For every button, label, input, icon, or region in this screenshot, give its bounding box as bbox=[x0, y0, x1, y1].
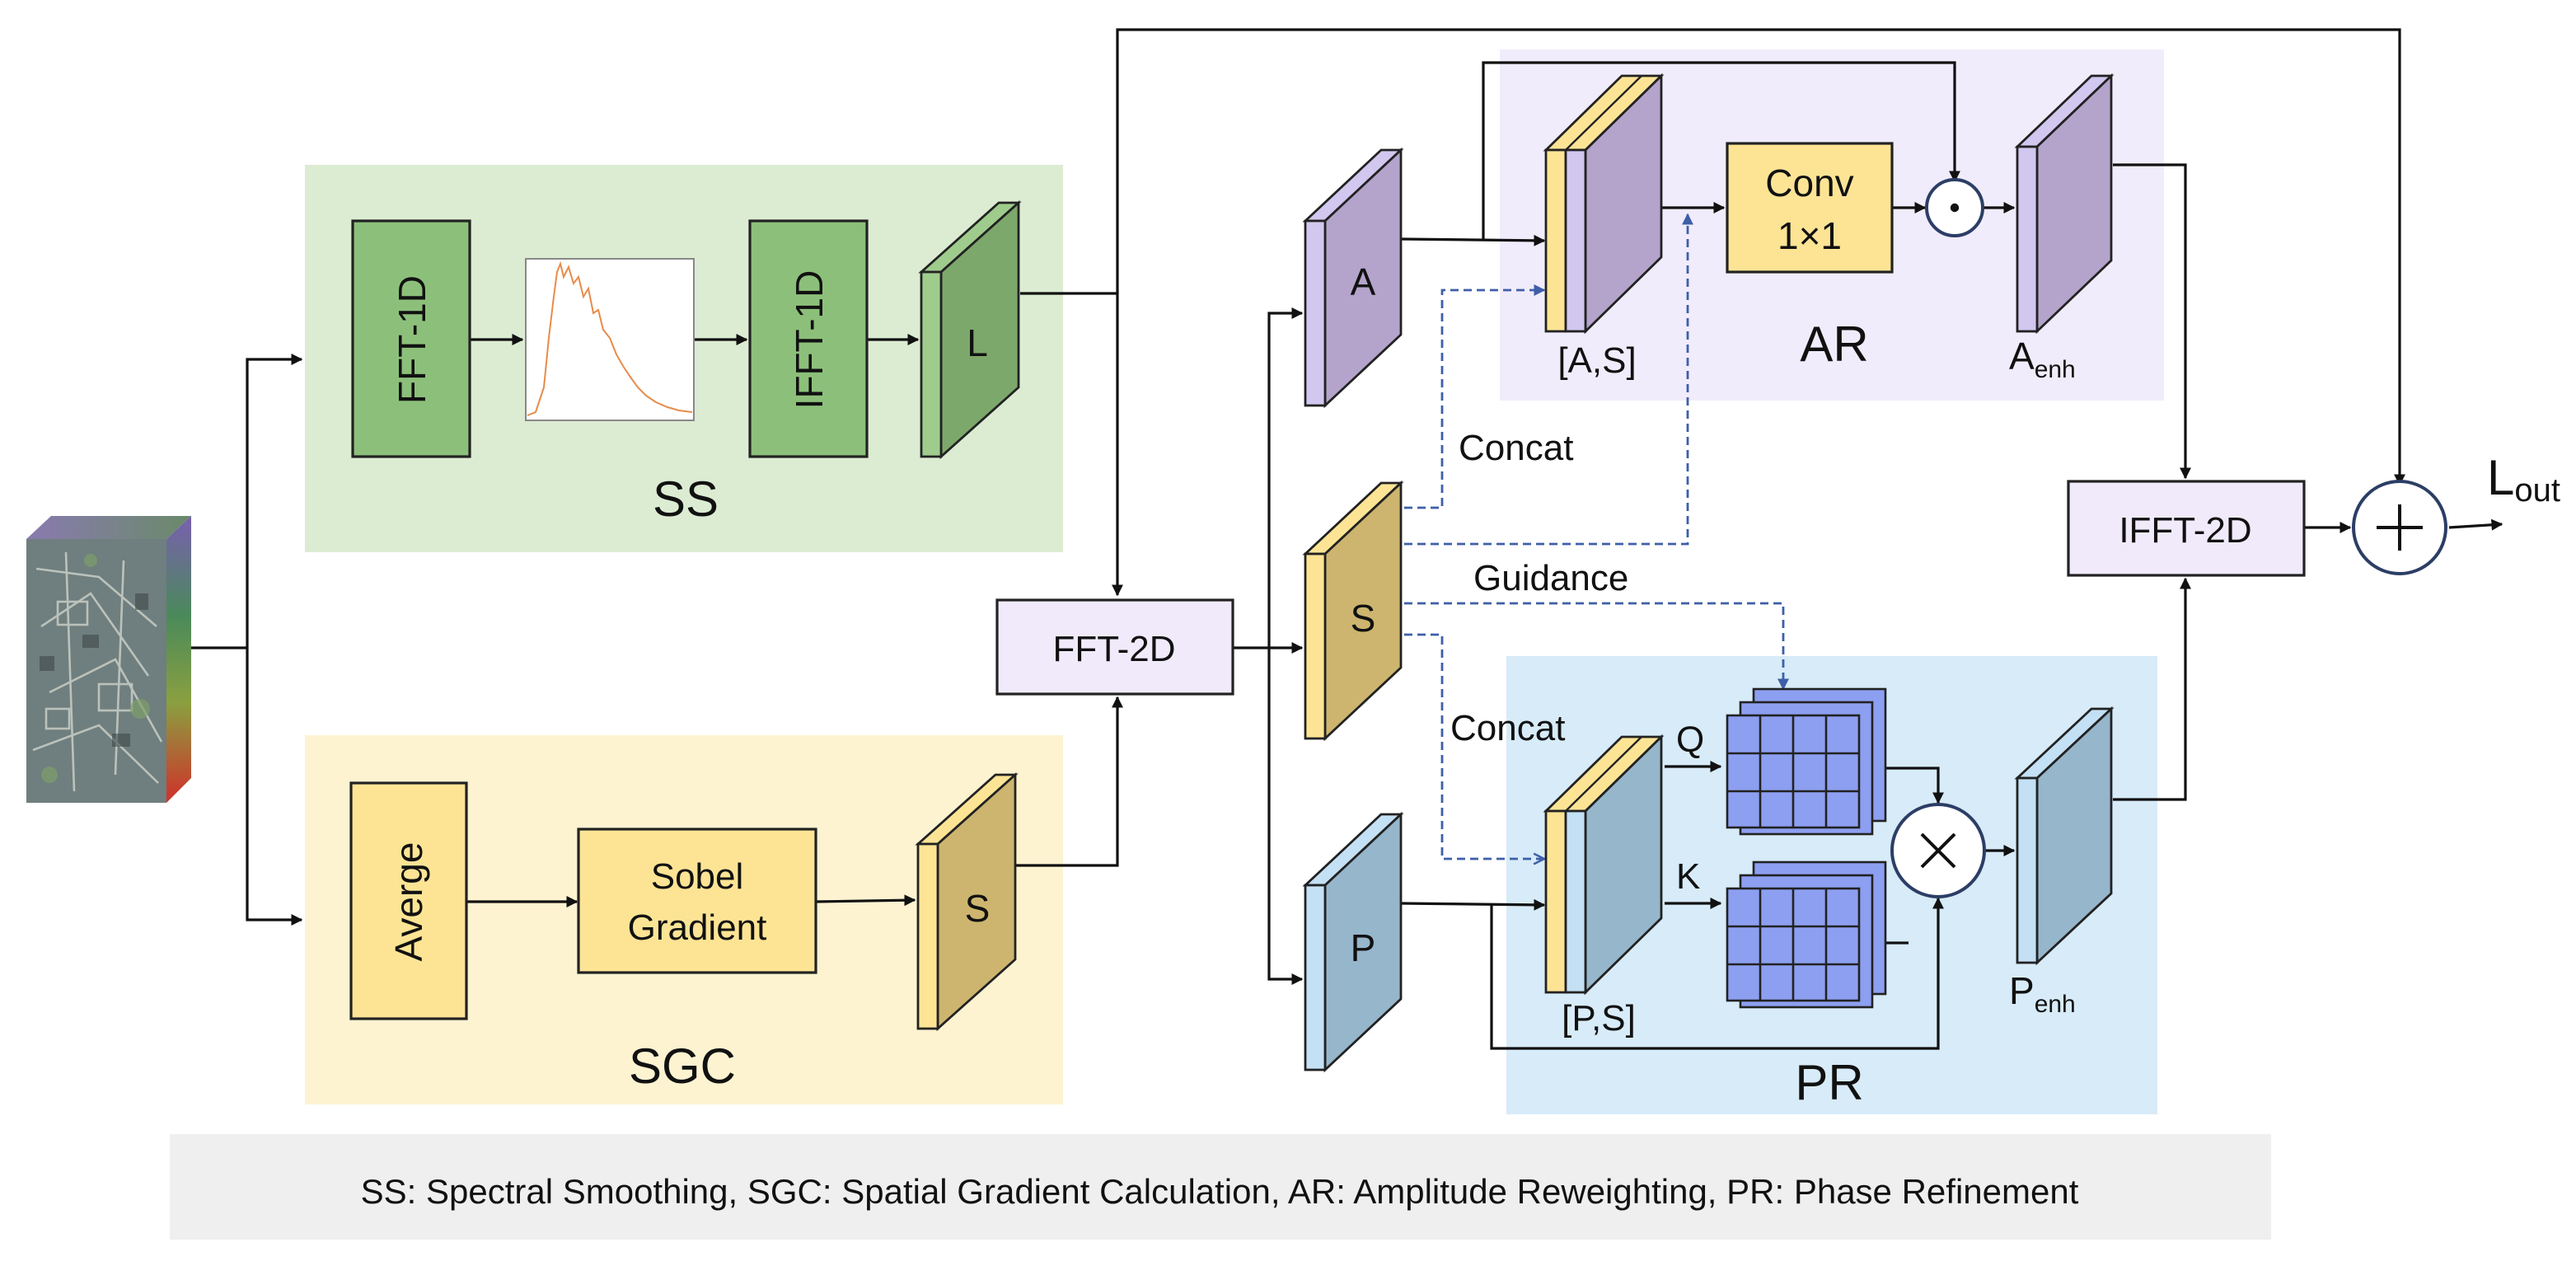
q-label: Q bbox=[1676, 720, 1704, 760]
concat-as-feature bbox=[1543, 73, 1665, 335]
key-grid bbox=[1726, 860, 1887, 1009]
sobel-label-line2: Gradient bbox=[628, 907, 767, 948]
feature-l: L bbox=[918, 199, 1022, 460]
feature-p-enh bbox=[2014, 706, 2115, 966]
ss-region-label: SS bbox=[653, 471, 719, 527]
ifft-1d-block: IFFT-1D bbox=[748, 219, 869, 458]
feature-l-label: L bbox=[967, 321, 988, 364]
ar-region-label: AR bbox=[1800, 316, 1868, 372]
concat-top-label: Concat bbox=[1459, 428, 1573, 468]
concat-ps-label: [P,S] bbox=[1562, 998, 1636, 1039]
ifft-1d-label: IFFT-1D bbox=[788, 270, 831, 410]
ifft-2d-block: IFFT-2D bbox=[2067, 480, 2306, 577]
query-grid bbox=[1726, 687, 1887, 836]
average-block: Averge bbox=[349, 781, 468, 1020]
pr-region-label: PR bbox=[1795, 1055, 1863, 1110]
component-p: P bbox=[1302, 811, 1404, 1073]
conv-label-line2: 1×1 bbox=[1777, 214, 1842, 257]
concat-as-label: [A,S] bbox=[1557, 340, 1636, 381]
hyperspectral-cube-icon bbox=[26, 516, 191, 803]
conv-label-line1: Conv bbox=[1765, 162, 1853, 204]
component-a-label: A bbox=[1351, 260, 1376, 303]
feature-s-sgc: S bbox=[915, 771, 1019, 1032]
circle-plus-icon bbox=[2352, 480, 2447, 575]
conv-1x1-block: Conv 1×1 bbox=[1726, 142, 1894, 274]
component-p-label: P bbox=[1351, 926, 1376, 969]
legend-bar bbox=[170, 1134, 2271, 1240]
fft-2d-block: FFT-2D bbox=[995, 598, 1234, 696]
ifft-2d-label: IFFT-2D bbox=[2119, 510, 2251, 551]
component-a: A bbox=[1302, 147, 1404, 409]
circle-times-icon bbox=[1890, 803, 1986, 898]
concat-bottom-label: Concat bbox=[1450, 708, 1565, 748]
k-label: K bbox=[1676, 856, 1700, 897]
fft-2d-label: FFT-2D bbox=[1052, 629, 1175, 669]
fft-1d-block: FFT-1D bbox=[351, 219, 471, 458]
fft-1d-label: FFT-1D bbox=[391, 275, 433, 404]
guidance-connectors bbox=[1404, 213, 1789, 859]
a-enh-label: Aenh bbox=[2009, 335, 2076, 383]
concat-ps-feature bbox=[1543, 734, 1665, 996]
sobel-label-line1: Sobel bbox=[651, 856, 744, 897]
feature-a-enh bbox=[2014, 73, 2115, 335]
spectrum-plot-icon bbox=[525, 258, 695, 421]
feature-s-sgc-label: S bbox=[965, 887, 991, 930]
sgc-region-label: SGC bbox=[629, 1039, 736, 1094]
legend-text: SS: Spectral Smoothing, SGC: Spatial Gra… bbox=[361, 1172, 2079, 1211]
output-label: Lout bbox=[2487, 450, 2560, 509]
circle-dot-icon bbox=[1925, 178, 1984, 237]
connectors bbox=[191, 28, 2503, 1050]
sobel-gradient-block: Sobel Gradient bbox=[577, 828, 817, 974]
p-enh-label: Penh bbox=[2009, 969, 2076, 1018]
component-s: S bbox=[1302, 480, 1404, 742]
guidance-label: Guidance bbox=[1473, 558, 1628, 598]
average-label: Averge bbox=[387, 842, 430, 962]
component-s-label: S bbox=[1351, 597, 1376, 640]
